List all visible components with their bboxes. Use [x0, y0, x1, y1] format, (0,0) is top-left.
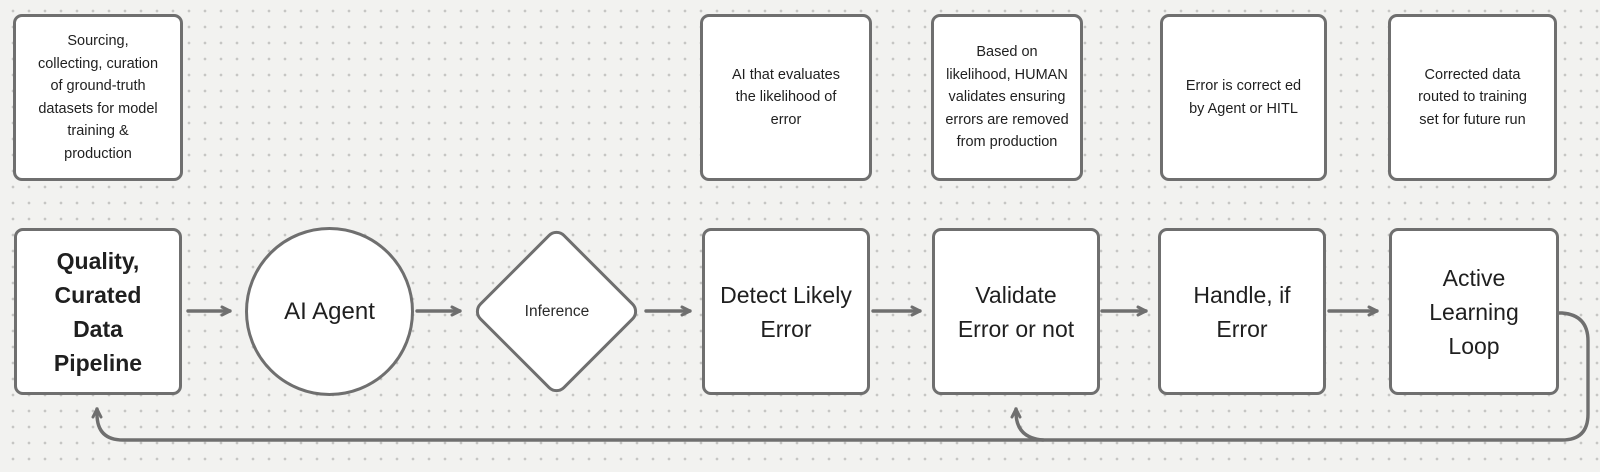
annotation-text: AI that evaluates the likelihood of erro… [731, 66, 840, 128]
annotation-sourcing-curation: Sourcing, collecting, curation of ground… [13, 14, 183, 181]
annotation-text: Sourcing, collecting, curation of ground… [37, 33, 159, 162]
feedback-branch-to-validate [1010, 407, 1045, 442]
node-label: Detect Likely Error [720, 281, 852, 342]
node-label: Handle, if Error [1193, 281, 1291, 342]
node-label: Validate Error or not [957, 281, 1075, 342]
annotation-text: Corrected data routed to training set fo… [1418, 66, 1527, 128]
node-quality-curated-data-pipeline: Quality, Curated Data Pipeline [14, 228, 182, 395]
node-ai-agent-circle: AI Agent [245, 227, 414, 396]
node-handle-if-error: Handle, if Error [1158, 228, 1326, 395]
node-detect-likely-error: Detect Likely Error [702, 228, 870, 395]
annotation-error-corrected: Error is correct ed by Agent or HITL [1160, 14, 1327, 181]
annotation-text: Based on likelihood, HUMAN validates ens… [945, 44, 1069, 151]
node-label: AI Agent [284, 297, 375, 325]
node-label: Inference [524, 302, 590, 320]
annotation-text: Error is correct ed by Agent or HITL [1185, 78, 1302, 117]
node-label: Active Learning Loop [1429, 264, 1519, 359]
annotation-ai-evaluates-likelihood: AI that evaluates the likelihood of erro… [700, 14, 872, 181]
node-label: Quality, Curated Data Pipeline [53, 247, 143, 376]
annotation-human-validates: Based on likelihood, HUMAN validates ens… [931, 14, 1083, 181]
node-validate-error-or-not: Validate Error or not [932, 228, 1100, 395]
node-active-learning-loop: Active Learning Loop [1389, 228, 1559, 395]
annotation-corrected-data-routed: Corrected data routed to training set fo… [1388, 14, 1557, 181]
